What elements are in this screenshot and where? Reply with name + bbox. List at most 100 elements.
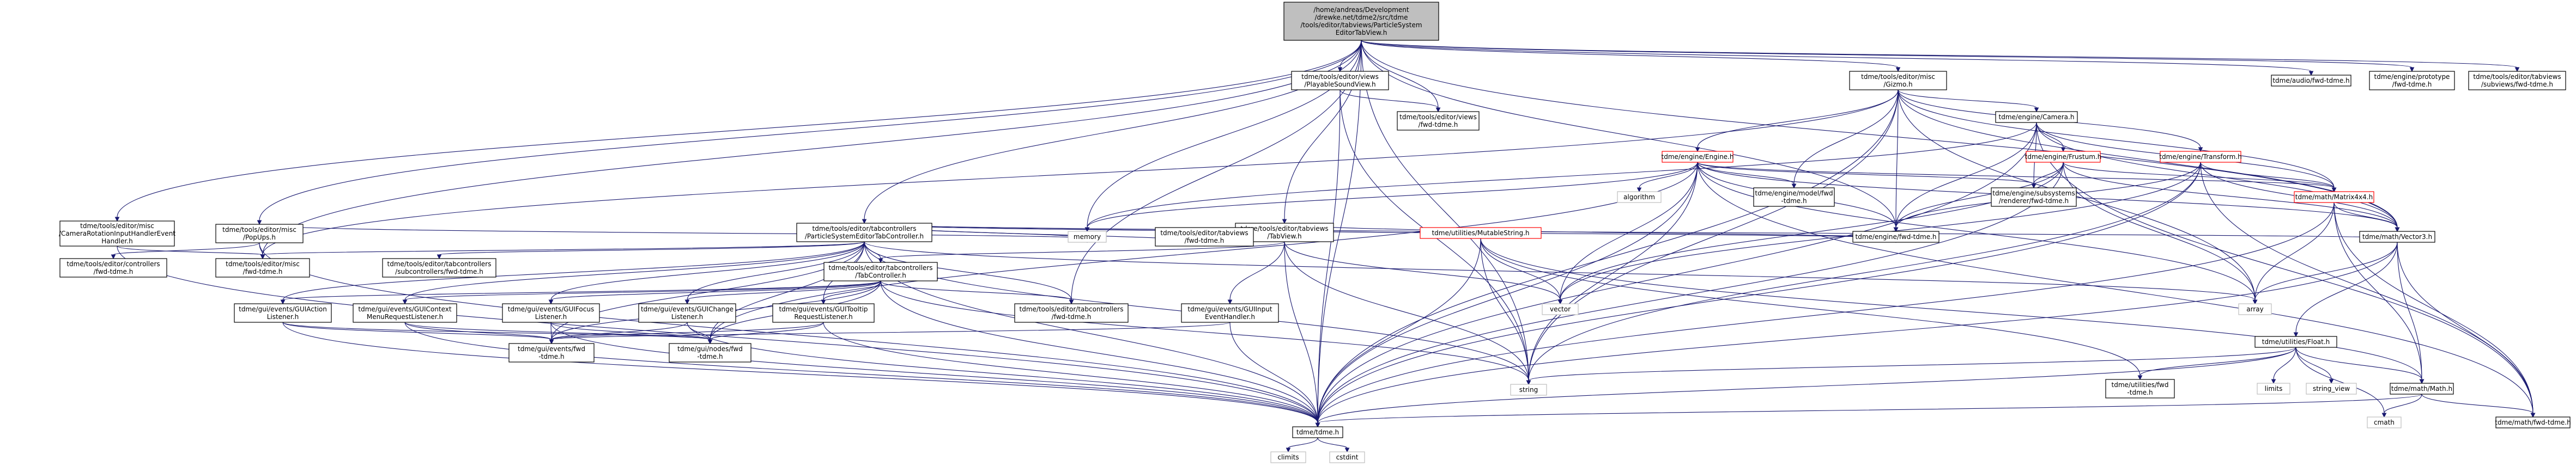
header-node[interactable]: tdme/audio/fwd-tdme.h	[2271, 75, 2351, 87]
dependency-edge	[1361, 40, 2314, 76]
header-node[interactable]: tdme/math/Vector3.h	[2359, 231, 2435, 243]
node-label: -tdme.h	[2127, 389, 2153, 396]
node-box	[1852, 231, 1939, 243]
node-box	[1753, 187, 1835, 207]
header-node[interactable]: tdme/engine/Engine.h	[1662, 151, 1734, 163]
node-box	[502, 303, 600, 323]
node-box	[2105, 379, 2175, 398]
node-box	[2306, 383, 2357, 395]
header-node[interactable]: tdme/gui/events/GUIContextMenuRequestLis…	[353, 303, 457, 323]
node-label: /PlayableSoundView.h	[1304, 81, 1375, 88]
node-label: RequestListener.h	[794, 313, 852, 321]
node-label: tdme/tools/editor/views	[1399, 113, 1477, 121]
header-node[interactable]: string	[1510, 384, 1547, 396]
header-node[interactable]: tdme/engine/Camera.h	[1995, 111, 2078, 123]
dependency-edge	[2295, 347, 2334, 384]
node-label: /fwd-tdme.h	[2392, 81, 2432, 88]
header-node[interactable]: tdme/tools/editor/controllers/fwd-tdme.h	[59, 258, 167, 278]
node-box	[1617, 191, 1662, 203]
node-label: EditorTabView.h	[1336, 29, 1387, 36]
header-node[interactable]: tdme/math/Matrix4x4.h	[2294, 191, 2374, 203]
header-node[interactable]: cstdint	[1329, 451, 1365, 463]
dependency-edge	[687, 322, 1320, 428]
node-label: tdme/engine/fwd-tdme.h	[1856, 233, 1937, 241]
header-node[interactable]: climits	[1270, 451, 1306, 463]
header-node[interactable]: tdme/engine/model/fwd-tdme.h	[1753, 187, 1835, 207]
header-node[interactable]: tdme/tools/editor/views/PlayableSoundVie…	[1291, 71, 1389, 90]
header-node[interactable]: tdme/tools/editor/tabcontrollers/TabCont…	[823, 262, 938, 281]
header-node[interactable]: vector	[1542, 303, 1579, 315]
dependency-edge	[1480, 238, 1563, 305]
node-box	[353, 303, 457, 323]
dependency-edge	[1315, 394, 2422, 428]
header-node[interactable]: tdme/engine/subsystems/renderer/fwd-tdme…	[1991, 187, 2077, 207]
header-node[interactable]: tdme/tools/editor/misc/PopUps.h	[215, 224, 304, 243]
node-box	[796, 223, 932, 242]
header-node[interactable]: tdme/utilities/MutableString.h	[1420, 227, 1542, 239]
header-node[interactable]: tdme/tools/editor/tabcontrollers/Particl…	[796, 223, 932, 242]
node-box	[1068, 231, 1107, 243]
node-label: /drewke.net/tdme2/src/tdme	[1314, 14, 1408, 21]
header-node[interactable]: tdme/utilities/fwd-tdme.h	[2105, 379, 2175, 398]
header-node[interactable]: tdme/tools/editor/tabviews/fwd-tdme.h	[1155, 227, 1254, 247]
header-node[interactable]: tdme/tools/editor/tabcontrollers/fwd-tdm…	[1014, 303, 1129, 323]
dependency-edge	[550, 322, 1320, 428]
header-node[interactable]: tdme/tools/editor/misc/fwd-tdme.h	[215, 258, 310, 278]
header-node[interactable]: limits	[2257, 383, 2290, 395]
dependency-edge	[1697, 162, 2337, 193]
header-node[interactable]: tdme/utilities/Float.h	[2254, 336, 2337, 348]
header-node[interactable]: cmath	[2367, 416, 2402, 428]
node-box	[1542, 303, 1579, 315]
dependency-edge	[2293, 242, 2398, 338]
header-node[interactable]: tdme/tools/editor/views/fwd-tdme.h	[1397, 111, 1480, 131]
dependency-edge	[1480, 238, 2143, 381]
header-node[interactable]: tdme/engine/fwd-tdme.h	[1852, 231, 1939, 243]
node-label: tdme/utilities/MutableString.h	[1432, 229, 1529, 237]
dependency-edge	[257, 40, 1362, 225]
header-node[interactable]: tdme/math/Math.h	[2390, 383, 2454, 395]
node-label: vector	[1550, 305, 1571, 313]
header-node[interactable]: tdme/tools/editor/tabcontrollers/subcont…	[382, 258, 496, 278]
header-node[interactable]: tdme/gui/events/GUITooltipRequestListene…	[772, 303, 875, 323]
dependency-edge	[1557, 162, 1698, 305]
dependency-edge	[260, 241, 865, 260]
node-label: /Gizmo.h	[1883, 81, 1912, 88]
dependency-edge	[2295, 347, 2387, 418]
header-node[interactable]: memory	[1068, 231, 1107, 243]
header-node[interactable]: array	[2238, 303, 2272, 315]
header-node[interactable]: tdme/math/fwd-tdme.h	[2495, 416, 2571, 428]
header-node[interactable]: tdme/tdme.h	[1292, 426, 1343, 438]
header-node[interactable]: tdme/engine/Transform.h	[2159, 151, 2242, 163]
node-box	[669, 343, 751, 363]
header-node[interactable]: tdme/gui/nodes/fwd-tdme.h	[669, 343, 751, 363]
header-node[interactable]: algorithm	[1617, 191, 1662, 203]
header-node[interactable]: string_view	[2306, 383, 2357, 395]
header-node[interactable]: tdme/tools/editor/misc/CameraRotationInp…	[59, 220, 175, 247]
dependency-edge	[437, 241, 865, 260]
node-box	[638, 303, 736, 323]
node-label: /fwd-tdme.h	[1052, 313, 1092, 321]
node-box	[1181, 303, 1279, 323]
header-node[interactable]: tdme/gui/events/fwd-tdme.h	[508, 343, 595, 363]
node-label: tdme/gui/events/GUIChange	[641, 305, 734, 313]
node-box	[382, 258, 496, 278]
dependency-edge	[1337, 40, 1362, 72]
node-box	[2359, 231, 2435, 243]
node-label: cstdint	[1336, 453, 1359, 461]
dependency-edge	[2333, 202, 2400, 232]
dependency-edge	[1084, 122, 2037, 232]
dependency-edge	[1697, 162, 1797, 189]
header-node[interactable]: tdme/tools/editor/misc/Gizmo.h	[1849, 71, 1947, 90]
header-node[interactable]: tdme/engine/prototype/fwd-tdme.h	[2369, 71, 2455, 90]
node-label: tdme/engine/Transform.h	[2159, 153, 2242, 161]
header-node[interactable]: tdme/tools/editor/tabviews/subviews/fwd-…	[2468, 71, 2566, 90]
root-header-node[interactable]: /home/andreas/Development/drewke.net/tdm…	[1283, 2, 1439, 41]
dependency-edge	[1339, 89, 1441, 113]
dependency-edge	[1227, 241, 1285, 305]
header-node[interactable]: tdme/engine/Frustum.h	[2025, 151, 2102, 163]
dependency-edge	[1084, 162, 1698, 232]
